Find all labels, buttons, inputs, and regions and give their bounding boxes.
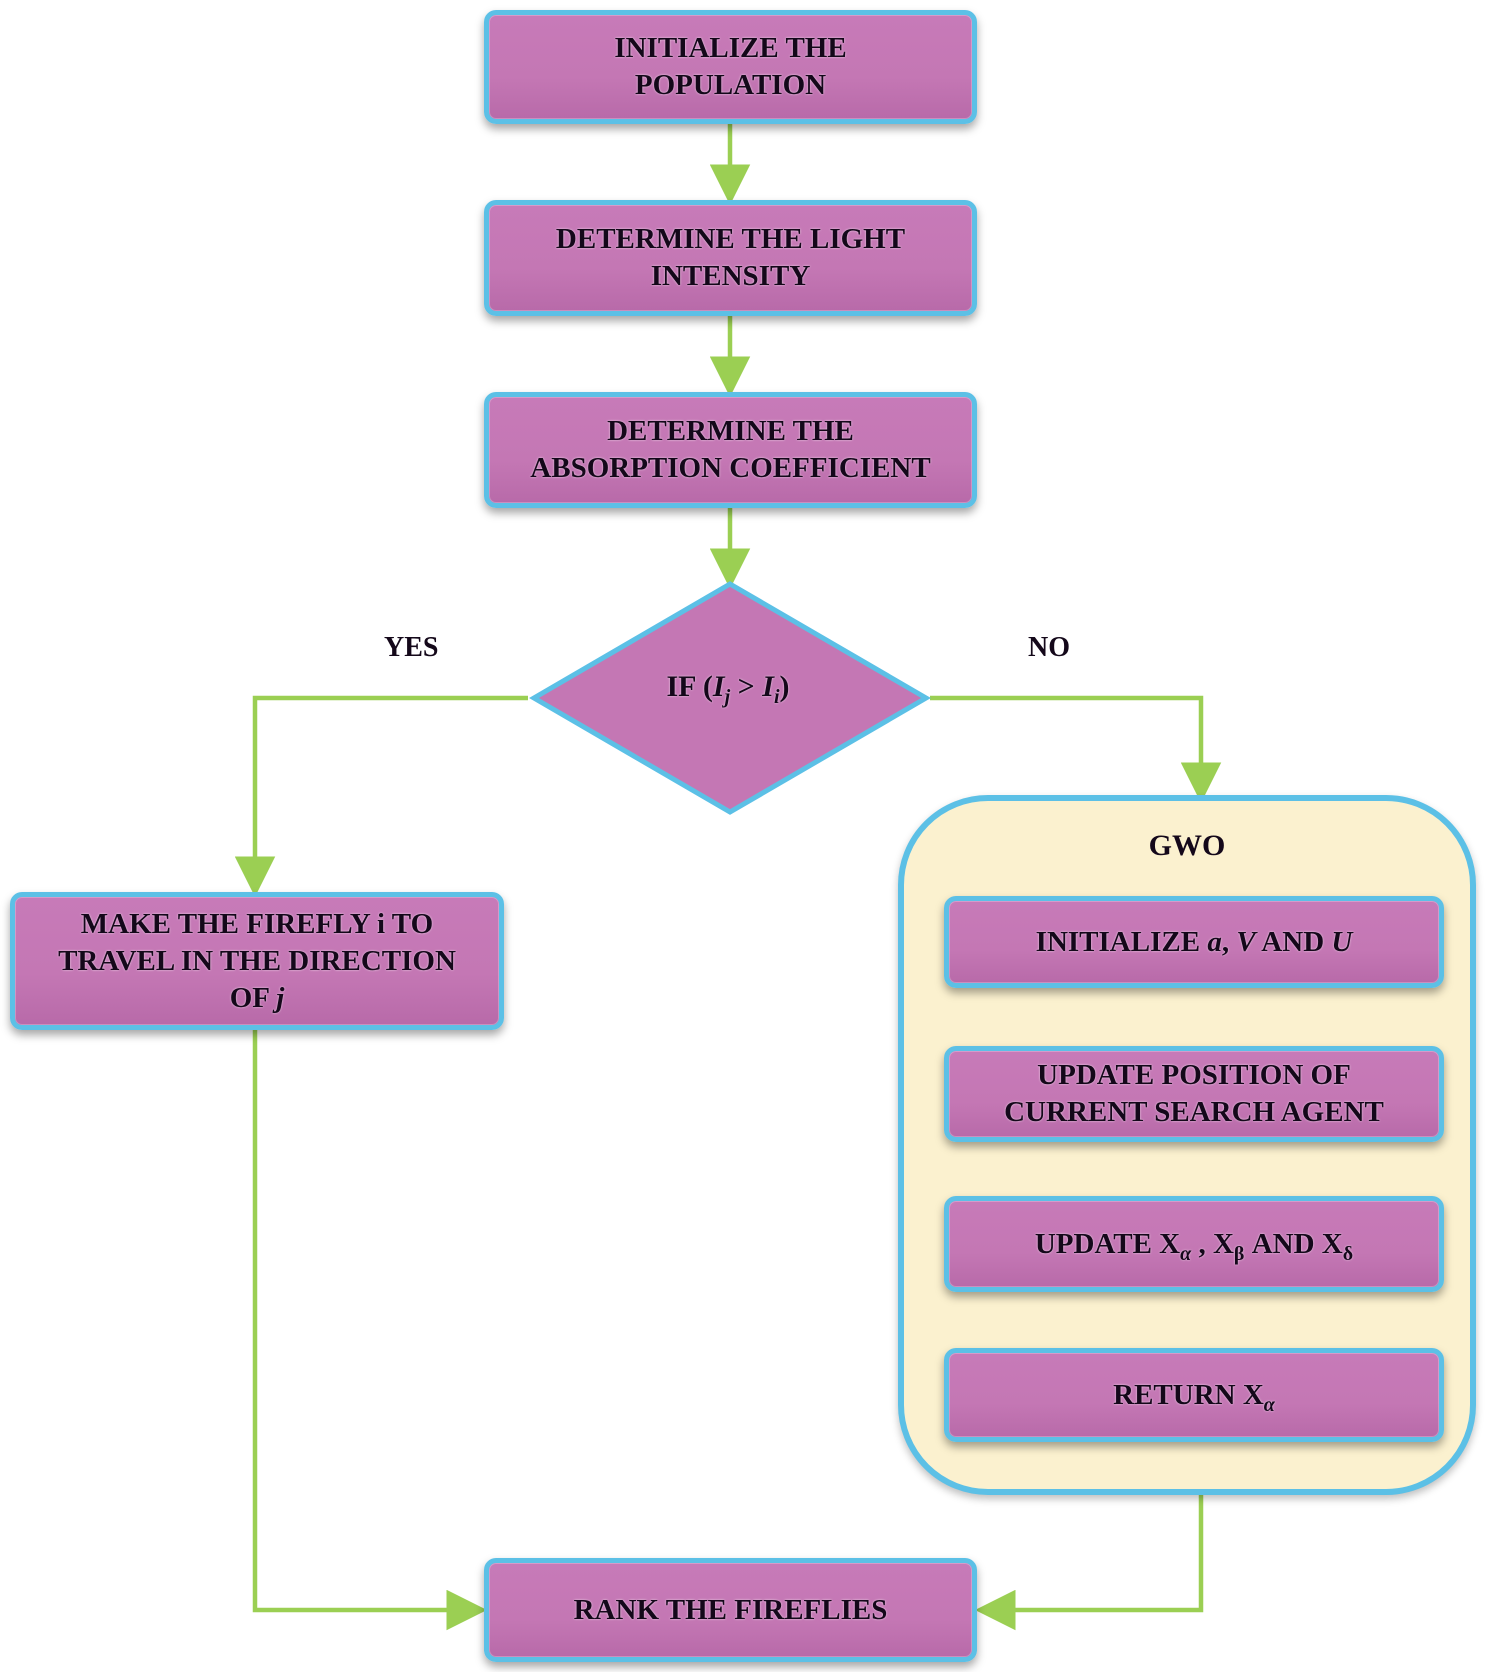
- light-intensity-line2: INTENSITY: [650, 260, 811, 292]
- gwo-return-text: RETURN Xα: [1113, 1378, 1275, 1416]
- move-firefly-line1: MAKE THE FIREFLY i TO: [80, 907, 434, 940]
- gwo-initialize-text: INITIALIZE a, V AND U: [1035, 925, 1353, 958]
- absorption-line1: DETERMINE THE: [607, 415, 854, 447]
- gwo-return-box: RETURN Xα: [944, 1348, 1444, 1442]
- gwo-update-position-box: UPDATE POSITION OF CURRENT SEARCH AGENT: [944, 1046, 1444, 1142]
- light-intensity-box: DETERMINE THE LIGHT INTENSITY: [484, 200, 977, 316]
- move-firefly-line3: OF j: [229, 981, 285, 1014]
- move-firefly-line2: TRAVEL IN THE DIRECTION: [58, 944, 456, 977]
- gwo-update-x-box: UPDATE Xα , Xβ AND Xδ: [944, 1196, 1444, 1292]
- initialize-population-box: INITIALIZE THE POPULATION: [484, 10, 977, 124]
- update-position-line2: CURRENT SEARCH AGENT: [1004, 1096, 1384, 1128]
- update-position-line1: UPDATE POSITION OF: [1037, 1059, 1351, 1091]
- light-intensity-line1: DETERMINE THE LIGHT: [555, 223, 906, 255]
- initialize-population-line2: POPULATION: [634, 69, 827, 101]
- arrow-yes-branch: [234, 695, 528, 897]
- initialize-population-line1: INITIALIZE THE: [614, 32, 847, 64]
- arrow-firefly-to-rank: [252, 1030, 487, 1631]
- absorption-coefficient-box: DETERMINE THE ABSORPTION COEFFICIENT: [484, 392, 977, 508]
- decision-condition: IF (Ij > Ii): [666, 670, 790, 708]
- absorption-line2: ABSORPTION COEFFICIENT: [530, 452, 931, 484]
- yes-label: YES: [384, 632, 439, 663]
- no-label: NO: [1028, 632, 1070, 663]
- gwo-title: GWO: [1148, 829, 1226, 862]
- gwo-initialize-box: INITIALIZE a, V AND U: [944, 896, 1444, 988]
- rank-fireflies-box: RANK THE FIREFLIES: [484, 1558, 977, 1662]
- arrow-gwo-to-rank: [975, 1495, 1204, 1631]
- gwo-update-x-text: UPDATE Xα , Xβ AND Xδ: [1034, 1227, 1354, 1265]
- decision-diamond: [529, 581, 931, 815]
- arrow-no-branch: [930, 695, 1222, 803]
- move-firefly-box: MAKE THE FIREFLY i TO TRAVEL IN THE DIRE…: [10, 892, 504, 1030]
- rank-fireflies-label: RANK THE FIREFLIES: [573, 1593, 888, 1626]
